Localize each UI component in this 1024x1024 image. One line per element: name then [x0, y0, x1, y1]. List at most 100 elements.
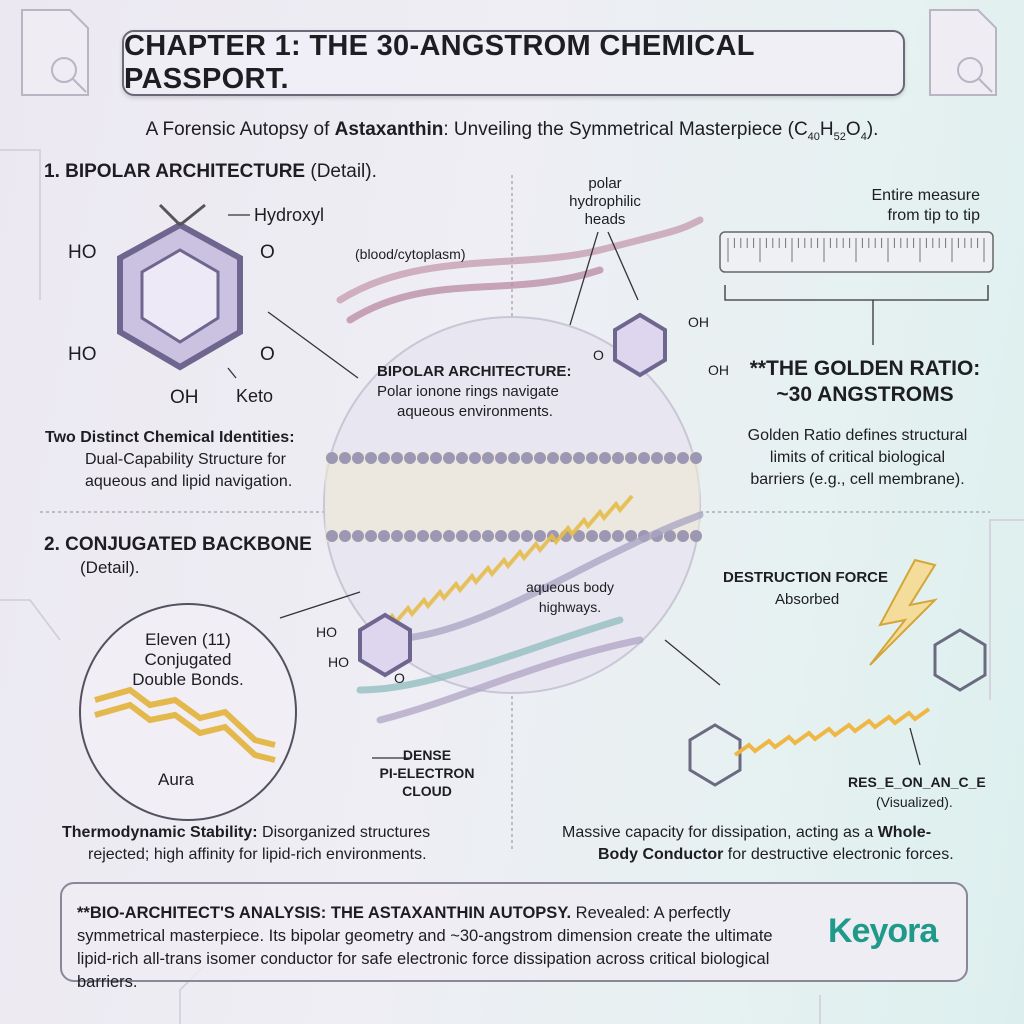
lipid-head: [651, 452, 663, 464]
lipid-head: [443, 452, 455, 464]
lipid-head: [599, 452, 611, 464]
lipid-head: [469, 452, 481, 464]
lipid-bilayer: [325, 452, 702, 542]
bipolar-heading: BIPOLAR ARCHITECTURE:: [377, 363, 572, 380]
lipid-head: [677, 452, 689, 464]
bottom-ring: [358, 612, 412, 678]
destruction-caption: Massive capacity for dissipation, acting…: [562, 824, 932, 841]
right-ring: [933, 628, 987, 692]
lipid-head: [482, 452, 494, 464]
label-ho: HO: [316, 624, 337, 640]
label-oh: OH: [708, 362, 729, 378]
lipid-head: [417, 530, 429, 542]
section2-detail: (Detail).: [80, 558, 140, 577]
label-blood: (blood/cytoplasm): [355, 246, 466, 262]
lipid-head: [378, 452, 390, 464]
lipid-head: [443, 530, 455, 542]
lipid-head: [417, 452, 429, 464]
lipid-head: [352, 530, 364, 542]
label-hydroxyl: Hydroxyl: [254, 205, 325, 225]
lipid-head: [547, 452, 559, 464]
lipid-head: [664, 530, 676, 542]
lipid-head: [508, 530, 520, 542]
lipid-head: [508, 452, 520, 464]
label-o: O: [593, 347, 604, 363]
lipid-head: [560, 452, 572, 464]
lipid-head: [378, 530, 390, 542]
title-box: CHAPTER 1: THE 30-ANGSTROM CHEMICAL PASS…: [122, 30, 905, 96]
lipid-head: [339, 530, 351, 542]
lipid-head: [365, 452, 377, 464]
lipid-head: [326, 452, 338, 464]
section2-caption: Thermodynamic Stability: Disorganized st…: [62, 824, 431, 841]
subtitle: A Forensic Autopsy of Astaxanthin: Unvei…: [145, 119, 879, 143]
lipid-head: [638, 452, 650, 464]
golden-ratio-heading: **THE GOLDEN RATIO:~30 ANGSTROMS: [749, 357, 981, 406]
destruction-caption: Body Conductor for destructive electroni…: [598, 846, 954, 863]
keyora-logo: Keyora: [828, 912, 938, 950]
lipid-head: [391, 452, 403, 464]
destruction-heading: DESTRUCTION FORCE: [723, 569, 888, 586]
bipolar-text: aqueous environments.: [397, 403, 553, 420]
label-ho: HO: [68, 344, 97, 365]
lipid-head: [339, 452, 351, 464]
lipid-head: [612, 452, 624, 464]
lipid-head: [586, 452, 598, 464]
section2-caption: rejected; high affinity for lipid-rich e…: [88, 846, 427, 863]
lipid-head: [625, 530, 637, 542]
section1-caption-title: Two Distinct Chemical Identities:: [45, 429, 295, 446]
destruction-sub: Absorbed: [775, 591, 840, 608]
lipid-head: [534, 452, 546, 464]
document-search-icon: [21, 9, 997, 96]
lipid-head: [469, 530, 481, 542]
lipid-head: [534, 530, 546, 542]
label-ho: HO: [328, 654, 349, 670]
polyene-chain: [378, 494, 634, 632]
label-o: O: [260, 344, 275, 365]
lipid-head: [495, 530, 507, 542]
lipid-head: [612, 530, 624, 542]
resonance-label: RES_E_ON_AN_C_E: [848, 774, 986, 790]
section2-heading: 2. CONJUGATED BACKBONE: [44, 534, 312, 555]
resonance-sub: (Visualized).: [876, 794, 953, 810]
label-oh: OH: [170, 387, 199, 408]
lipid-head: [599, 530, 611, 542]
lipid-head: [573, 530, 585, 542]
lipid-head: [586, 530, 598, 542]
lipid-head: [521, 530, 533, 542]
lipid-head: [326, 530, 338, 542]
lipid-head: [625, 452, 637, 464]
lipid-head: [430, 452, 442, 464]
lipid-head: [677, 530, 689, 542]
label-o: O: [260, 242, 275, 263]
lipid-head: [573, 452, 585, 464]
resonance-chain: [733, 707, 931, 757]
lipid-head: [482, 530, 494, 542]
analysis-box: **BIO-ARCHITECT'S ANALYSIS: THE ASTAXANT…: [60, 882, 968, 991]
lipid-head: [404, 452, 416, 464]
lipid-head: [352, 452, 364, 464]
label-keto: Keto: [236, 386, 274, 406]
lipid-head: [495, 452, 507, 464]
section1-caption: aqueous and lipid navigation.: [85, 473, 293, 490]
page-title: CHAPTER 1: THE 30-ANGSTROM CHEMICAL PASS…: [124, 30, 755, 95]
lipid-head: [664, 452, 676, 464]
lipid-head: [430, 530, 442, 542]
label-oh: OH: [688, 314, 709, 330]
lightning-icon: [869, 558, 939, 666]
lipid-head: [690, 530, 702, 542]
aura-label: Aura: [158, 770, 194, 789]
lipid-head: [365, 530, 377, 542]
lipid-head: [391, 530, 403, 542]
bipolar-text: Polar ionone rings navigate: [377, 383, 559, 400]
lipid-head: [456, 530, 468, 542]
lipid-head: [456, 452, 468, 464]
lipid-head: [690, 452, 702, 464]
